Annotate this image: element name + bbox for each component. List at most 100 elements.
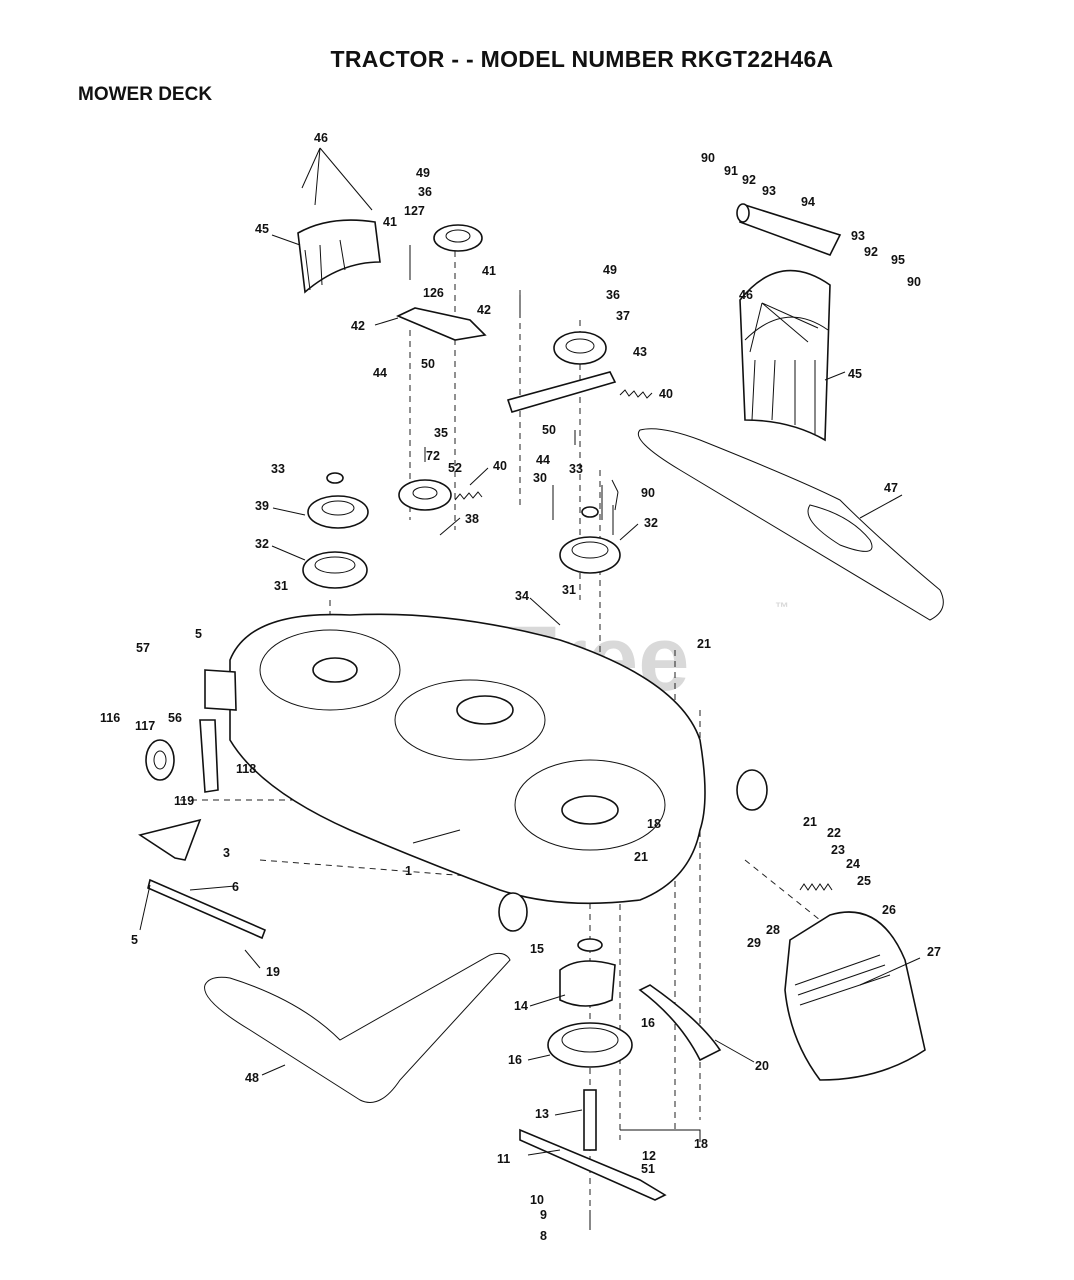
- callout-48: 48: [245, 1071, 259, 1085]
- callout-9: 9: [540, 1208, 547, 1222]
- spindle-14: [559, 938, 616, 1007]
- callout-95: 95: [891, 253, 905, 267]
- callout-21-b: 21: [634, 850, 648, 864]
- leader-lines: [139, 147, 921, 1156]
- callout-16-b: 16: [641, 1016, 655, 1030]
- callout-5-b: 5: [131, 933, 138, 947]
- callout-45: 45: [255, 222, 269, 236]
- callout-49-b: 49: [603, 263, 617, 277]
- callout-119: 119: [174, 794, 194, 808]
- callout-23: 23: [831, 843, 845, 857]
- pulley-39: [307, 495, 369, 529]
- callout-5: 5: [195, 627, 202, 641]
- callout-33: 33: [271, 462, 285, 476]
- callout-92-b: 92: [864, 245, 878, 259]
- callout-21-c: 21: [803, 815, 817, 829]
- pulley-32-right: [559, 536, 621, 574]
- callout-90-c: 90: [641, 486, 655, 500]
- callout-50: 50: [421, 357, 435, 371]
- callout-32: 32: [255, 537, 269, 551]
- callout-39: 39: [255, 499, 269, 513]
- callout-118: 118: [236, 762, 256, 776]
- callout-44-b: 44: [536, 453, 550, 467]
- callout-21: 21: [697, 637, 711, 651]
- callout-28: 28: [766, 923, 780, 937]
- mower-deck: [229, 613, 706, 905]
- callout-41-b: 41: [482, 264, 496, 278]
- callout-40-b: 40: [493, 459, 507, 473]
- callout-33-b: 33: [569, 462, 583, 476]
- callout-12: 12: [642, 1149, 656, 1163]
- callout-34: 34: [515, 589, 529, 603]
- callout-91: 91: [724, 164, 738, 178]
- callout-44: 44: [373, 366, 387, 380]
- spindle-housing-16: [547, 1022, 633, 1068]
- shaft-13: [583, 1089, 597, 1151]
- callout-47: 47: [884, 481, 898, 495]
- callout-94: 94: [801, 195, 815, 209]
- callout-30: 30: [533, 471, 547, 485]
- callout-3: 3: [223, 846, 230, 860]
- callout-46-b: 46: [739, 288, 753, 302]
- callout-26: 26: [882, 903, 896, 917]
- idler-arm-43: [506, 371, 617, 413]
- baffle-20: [638, 984, 722, 1062]
- callout-49: 49: [416, 166, 430, 180]
- callout-51: 51: [641, 1162, 655, 1176]
- discharge-chute-27: [784, 911, 926, 1081]
- spring-40: [454, 389, 653, 501]
- roller-94: [736, 203, 842, 256]
- section-title: MOWER DECK: [78, 84, 213, 105]
- belt-cover-right: [739, 269, 831, 442]
- callout-19: 19: [266, 965, 280, 979]
- callout-10: 10: [530, 1193, 544, 1207]
- page-title: TRACTOR - - MODEL NUMBER RKGT22H46A: [330, 46, 834, 72]
- callout-57: 57: [136, 641, 150, 655]
- callout-45-b: 45: [848, 367, 862, 381]
- callout-46: 46: [314, 131, 328, 145]
- callout-18-b: 18: [694, 1137, 708, 1151]
- pulley-52: [398, 479, 452, 511]
- callout-20: 20: [755, 1059, 769, 1073]
- callout-90-b: 90: [907, 275, 921, 289]
- callout-92: 92: [742, 173, 756, 187]
- callout-36-b: 36: [606, 288, 620, 302]
- link-6: [147, 878, 267, 940]
- callout-31-b: 31: [562, 583, 576, 597]
- hanger-56: [199, 669, 237, 793]
- callout-93: 93: [762, 184, 776, 198]
- callout-6: 6: [232, 880, 239, 894]
- callout-29: 29: [747, 936, 761, 950]
- callout-14: 14: [514, 999, 528, 1013]
- gauge-wheel-117: [145, 739, 175, 781]
- callout-16: 16: [508, 1053, 522, 1067]
- callout-22: 22: [827, 826, 841, 840]
- callout-15: 15: [530, 942, 544, 956]
- callout-38: 38: [465, 512, 479, 526]
- callout-42: 42: [351, 319, 365, 333]
- callout-24: 24: [846, 857, 860, 871]
- pulley-127: [433, 224, 483, 252]
- belt-cover-left: [297, 219, 381, 294]
- idler-arm-126: [396, 307, 487, 341]
- callout-1: 1: [405, 864, 412, 878]
- callout-27: 27: [927, 945, 941, 959]
- callout-8: 8: [540, 1229, 547, 1243]
- callout-labels: 46 45 49 36 127 41 42 126 44 50 41 42 49…: [100, 131, 941, 1243]
- spring-25: [799, 883, 833, 891]
- callout-126: 126: [423, 286, 444, 300]
- bracket-3: [138, 818, 202, 861]
- callout-35: 35: [434, 426, 448, 440]
- callout-25: 25: [857, 874, 871, 888]
- callout-31: 31: [274, 579, 288, 593]
- hardware-bolts: [409, 245, 614, 1230]
- callout-90: 90: [701, 151, 715, 165]
- callout-50-b: 50: [542, 423, 556, 437]
- callout-18: 18: [647, 817, 661, 831]
- callout-72: 72: [426, 449, 440, 463]
- callout-41: 41: [383, 215, 397, 229]
- callout-116: 116: [100, 711, 120, 725]
- drive-belt-47: [638, 428, 944, 621]
- deck-wheel-right: [498, 769, 768, 932]
